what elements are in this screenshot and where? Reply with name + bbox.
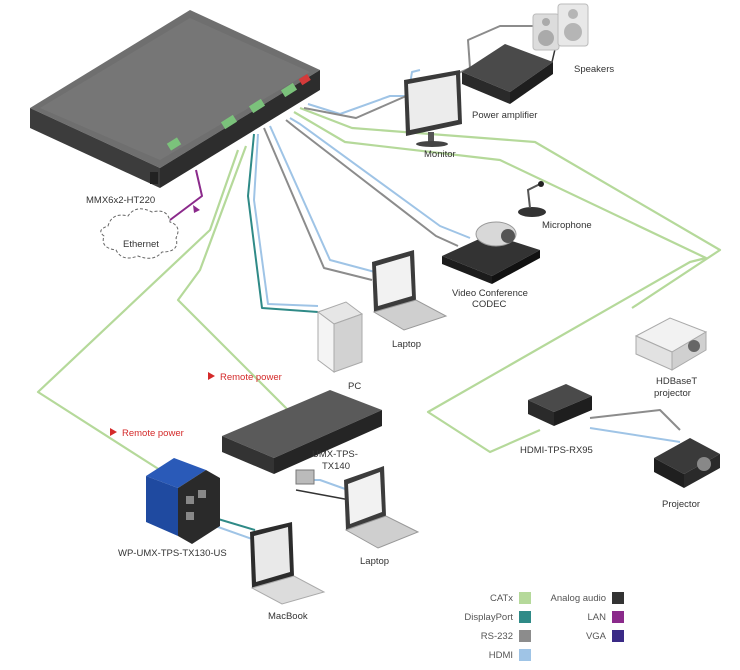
label-pc: PC: [348, 381, 361, 392]
label-remote-power-2: Remote power: [122, 428, 184, 439]
label-laptop-top: Laptop: [392, 339, 421, 350]
label-codec-line2: CODEC: [472, 299, 506, 310]
label-matrix: MMX6x2-HT220: [86, 195, 155, 206]
legend-swatch-analog-audio: [612, 592, 624, 604]
audio-cable-laptop-bottom: [295, 489, 351, 501]
legend-swatch-vga: [612, 630, 624, 642]
rs232-cable-codec: [285, 119, 459, 247]
legend: CATx DisplayPort RS-232 HDMI Analog audi…: [464, 592, 624, 661]
matrix-switcher: [30, 10, 320, 188]
pc: [316, 301, 364, 373]
legend-swatch-hdmi: [519, 649, 531, 661]
umx-tps-tx140: [222, 390, 382, 485]
macbook: [250, 522, 326, 605]
label-monitor: Monitor: [424, 149, 456, 160]
legend-label-lan: LAN: [588, 612, 607, 623]
label-hdbaset-line1: HDBaseT: [656, 376, 697, 387]
hdbaset-projector: [634, 317, 708, 371]
remote-power-arrows: [110, 205, 215, 436]
remote-power-arrow-2: [110, 428, 117, 436]
rs232-cable-projector: [589, 409, 681, 431]
legend-label-catx: CATx: [490, 593, 513, 604]
legend-swatch-rs232: [519, 630, 531, 642]
speakers: [532, 3, 589, 51]
legend-label-displayport: DisplayPort: [464, 612, 513, 623]
catx-cable-receiver: [293, 111, 708, 454]
label-power-amplifier: Power amplifier: [472, 110, 537, 121]
label-umx-line1: UMX-TPS-: [312, 449, 358, 460]
rs232-cable-amp: [303, 25, 545, 119]
legend-swatch-lan: [612, 611, 624, 623]
legend-swatch-displayport: [519, 611, 531, 623]
labels: MMX6x2-HT220 Ethernet Speakers Power amp…: [86, 64, 700, 622]
ethernet-cloud: [100, 208, 179, 259]
label-laptop-bottom: Laptop: [360, 556, 389, 567]
hdmi-cable-pc: [253, 133, 319, 307]
remote-power-arrow-1: [208, 372, 215, 380]
label-hdbaset-line2: projector: [654, 388, 691, 399]
hdmi-cable-laptop-top: [269, 125, 376, 273]
label-macbook: MacBook: [268, 611, 308, 622]
laptop-bottom: [344, 466, 420, 549]
label-microphone: Microphone: [542, 220, 592, 231]
hdmi-cable-monitor: [307, 69, 421, 115]
catx-cable-hdbaset: [299, 106, 722, 309]
label-codec-line1: Video Conference: [452, 288, 528, 299]
legend-label-analog-audio: Analog audio: [551, 593, 606, 604]
hdmi-tps-rx95-receiver: [528, 384, 592, 426]
label-remote-power-1: Remote power: [220, 372, 282, 383]
label-receiver: HDMI-TPS-RX95: [520, 445, 593, 456]
legend-label-hdmi: HDMI: [489, 650, 513, 661]
projector: [654, 438, 720, 488]
catx-cable-wallplate: [36, 149, 240, 471]
video-conference-codec: [442, 221, 540, 284]
legend-label-vga: VGA: [586, 631, 607, 642]
microphone: [518, 181, 546, 217]
catx-cable-umx: [176, 145, 291, 413]
label-umx-line2: TX140: [322, 461, 350, 472]
legend-swatch-catx: [519, 592, 531, 604]
rs232-cable-laptop-top: [263, 127, 373, 281]
label-wallplate: WP-UMX-TPS-TX130-US: [118, 548, 227, 559]
monitor: [404, 70, 462, 147]
label-ethernet: Ethernet: [123, 239, 159, 250]
laptop-top: [372, 250, 448, 331]
label-speakers: Speakers: [574, 64, 614, 75]
dp-cable-pc: [247, 133, 319, 313]
lan-arrow: [193, 205, 200, 213]
cables: [36, 21, 722, 541]
wallplate-transmitter: [146, 458, 220, 544]
hdmi-cable-projector: [589, 427, 681, 443]
power-amplifier: [462, 44, 553, 104]
label-projector: Projector: [662, 499, 700, 510]
legend-label-rs232: RS-232: [481, 631, 513, 642]
hdmi-cable-codec: [289, 117, 471, 239]
lan-cable: [169, 169, 203, 221]
